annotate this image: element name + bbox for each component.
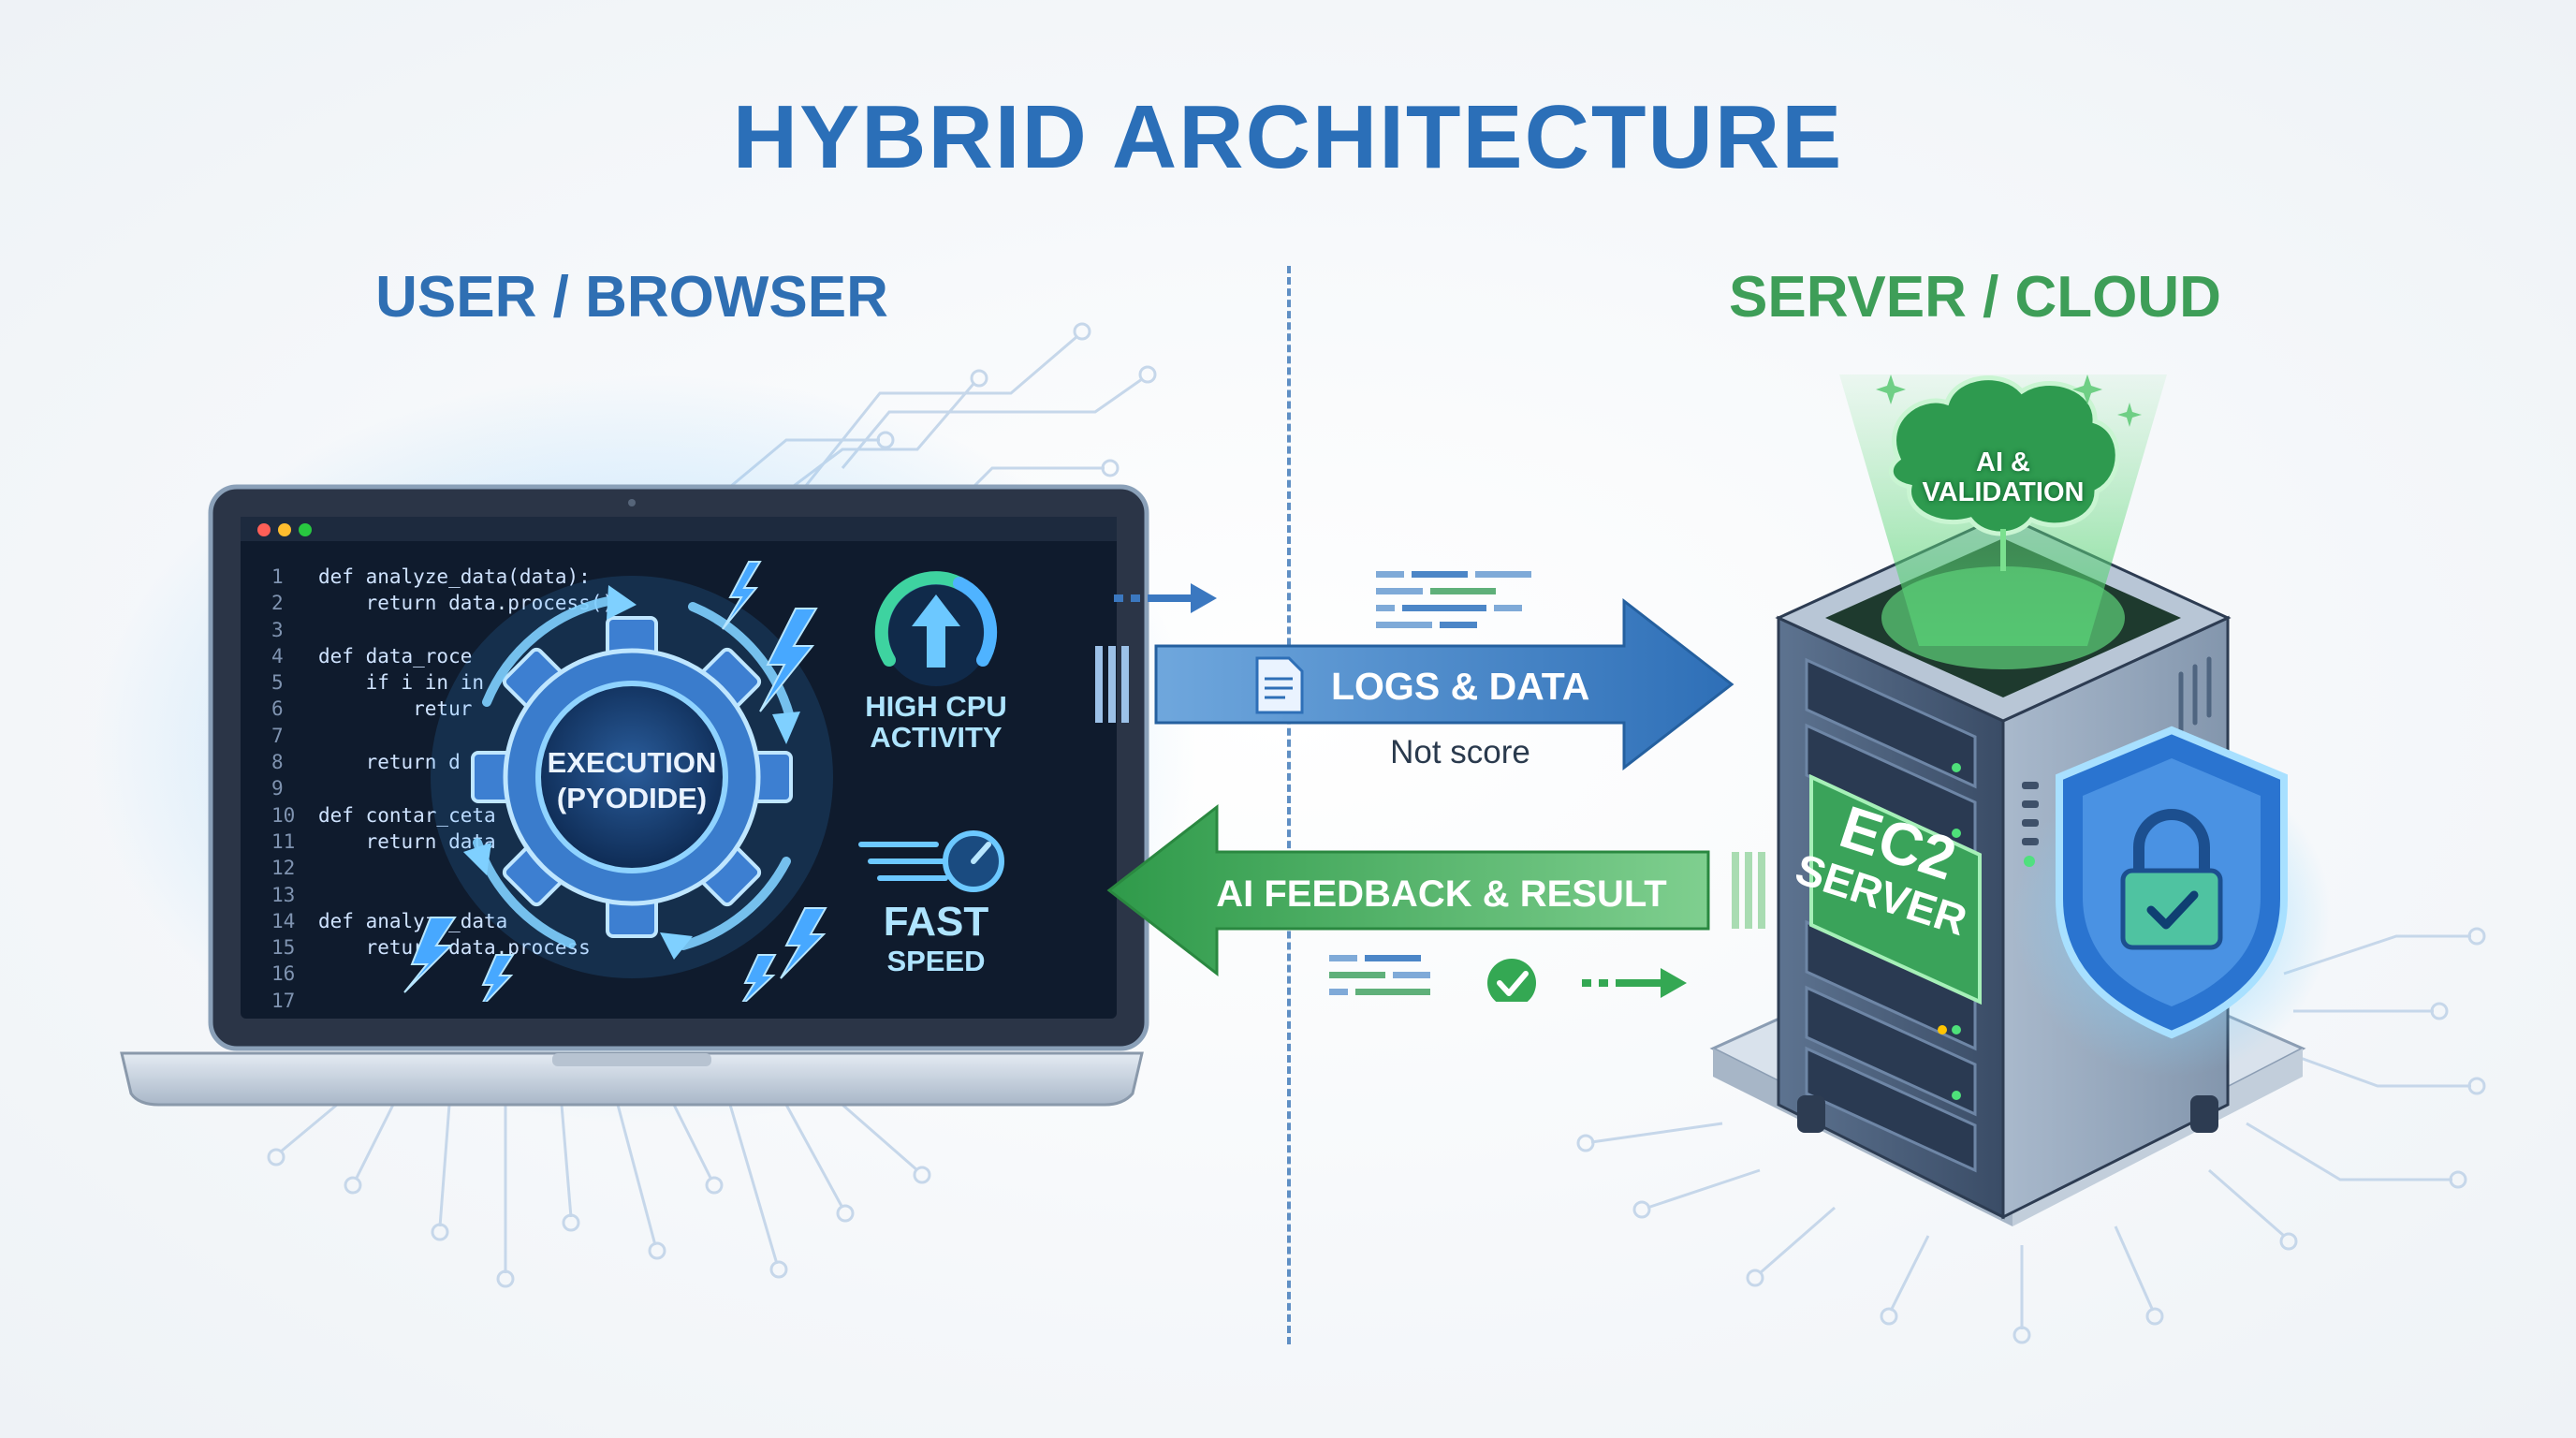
line-number: 1 [271,565,284,588]
ai-label-line2: VALIDATION [1922,477,2085,507]
logs-note: Not score [1390,734,1530,770]
small-dashed-arrow-right [1114,583,1217,613]
line-number: 8 [271,751,284,774]
line-number: 10 [271,803,296,827]
code-text: if i in in [318,671,485,695]
line-number: 7 [271,724,284,747]
shield-lock-icon [2056,726,2288,1039]
brain-icon [1888,375,2120,571]
code-line: 17 [271,988,665,1014]
speedometer-icon [858,830,1004,892]
logs-arrow [1095,597,1734,771]
divider-line [1287,266,1291,1344]
cloud-heading: SERVER / CLOUD [1729,265,2221,330]
document-icon [1255,656,1304,714]
fast-label-line1: FAST [883,899,989,945]
ai-label-line1: AI & [1976,448,2030,477]
code-line: 4 def data_roce [271,643,665,669]
line-number: 6 [271,697,284,721]
line-number: 16 [271,962,296,986]
code-line: 8 return d [271,749,665,775]
gear-label-line2: (PYODIDE) [556,782,708,814]
code-line: 1 def analyze_data(data): [271,564,665,590]
code-line: 9 [271,775,665,801]
page-title: HYBRID ARCHITECTURE [732,87,1844,187]
gear-icon [431,576,833,978]
code-line: 3 [271,617,665,643]
code-text: return d [318,751,461,774]
ai-label: AI & VALIDATION [1863,448,2144,507]
small-dashed-arrow-right-green [1582,968,1687,998]
code-line: 10 def contar_ceta [271,802,665,829]
gear-label-line1: EXECUTION [547,746,717,779]
browser-heading: USER / BROWSER [375,265,888,330]
code-line: 13 [271,882,665,908]
server-illustration [1709,374,2331,1226]
code-text: def contar_ceta [318,803,496,827]
line-number: 14 [271,909,296,932]
gear-label: EXECUTION (PYODIDE) [496,745,768,816]
code-text: retur [318,697,473,721]
cpu-label: HIGH CPU ACTIVITY [842,691,1030,753]
code-line: 5 if i in in [271,669,665,696]
code-line: 6 retur [271,696,665,722]
code-text: def analyze_data(data): [318,565,591,588]
cpu-label-line1: HIGH CPU [865,690,1007,723]
logs-label: LOGS & DATA [1331,665,1590,708]
line-number: 12 [271,857,296,880]
feedback-label: AI FEEDBACK & RESULT [1216,873,1667,915]
line-number: 5 [271,671,284,695]
line-number: 15 [271,936,296,960]
line-number: 3 [271,618,284,641]
line-number: 2 [271,592,284,615]
sparkle-icon [1876,374,2142,427]
line-number: 13 [271,883,296,906]
code-line: 16 [271,961,665,987]
feedback-arrow [1106,803,1765,977]
fast-label-line2: SPEED [886,945,986,977]
fast-label: FAST SPEED [852,901,1020,979]
code-line: 7 [271,723,665,749]
gauge-icon [874,571,998,686]
line-number: 9 [271,777,284,800]
data-flow-arrows [1095,571,1765,1002]
code-text: def data_roce [318,644,473,668]
check-circle-icon [1487,959,1536,1002]
line-number: 17 [271,989,296,1012]
cpu-label-line2: ACTIVITY [870,721,1003,754]
line-number: 4 [271,644,284,668]
lightning-icon [403,561,827,1002]
line-number: 11 [271,829,296,853]
code-line: 12 [271,855,665,881]
